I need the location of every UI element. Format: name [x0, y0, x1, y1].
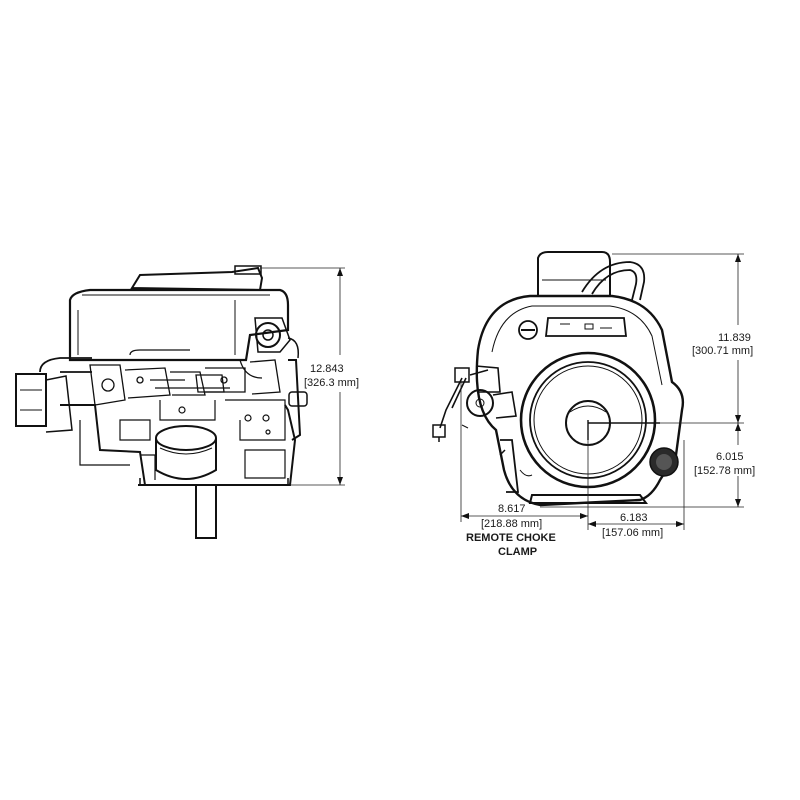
front-height-inches: 12.843: [310, 363, 344, 375]
side-lower-height-millimeters: [152.78 mm]: [694, 465, 755, 477]
side-choke-width-dimension: 8.617 [218.88 mm] REMOTE CHOKE CLAMP: [460, 382, 589, 558]
engine-front-view: [15, 265, 308, 539]
front-height-dimension: 12.843 [326.3 mm]: [260, 267, 359, 486]
side-right-width-dimension: 6.183 [157.06 mm]: [588, 440, 685, 539]
front-height-millimeters: [326.3 mm]: [304, 377, 359, 389]
right-width-inches: 6.183: [620, 512, 648, 524]
engine-side-view: [432, 251, 685, 507]
choke-width-millimeters: [218.88 mm]: [481, 518, 542, 530]
right-width-millimeters: [157.06 mm]: [602, 527, 663, 539]
choke-label-line1: REMOTE CHOKE: [466, 532, 556, 544]
side-top-height-millimeters: [300.71 mm]: [692, 345, 753, 357]
side-lower-height-dimension: 6.015 [152.78 mm]: [540, 422, 755, 508]
choke-width-inches: 8.617: [498, 503, 526, 515]
choke-label-line2: CLAMP: [498, 546, 537, 558]
side-top-height-dimension: 11.839 [300.71 mm]: [612, 253, 753, 423]
side-lower-height-inches: 6.015: [716, 451, 744, 463]
side-top-height-inches: 11.839: [718, 332, 751, 344]
